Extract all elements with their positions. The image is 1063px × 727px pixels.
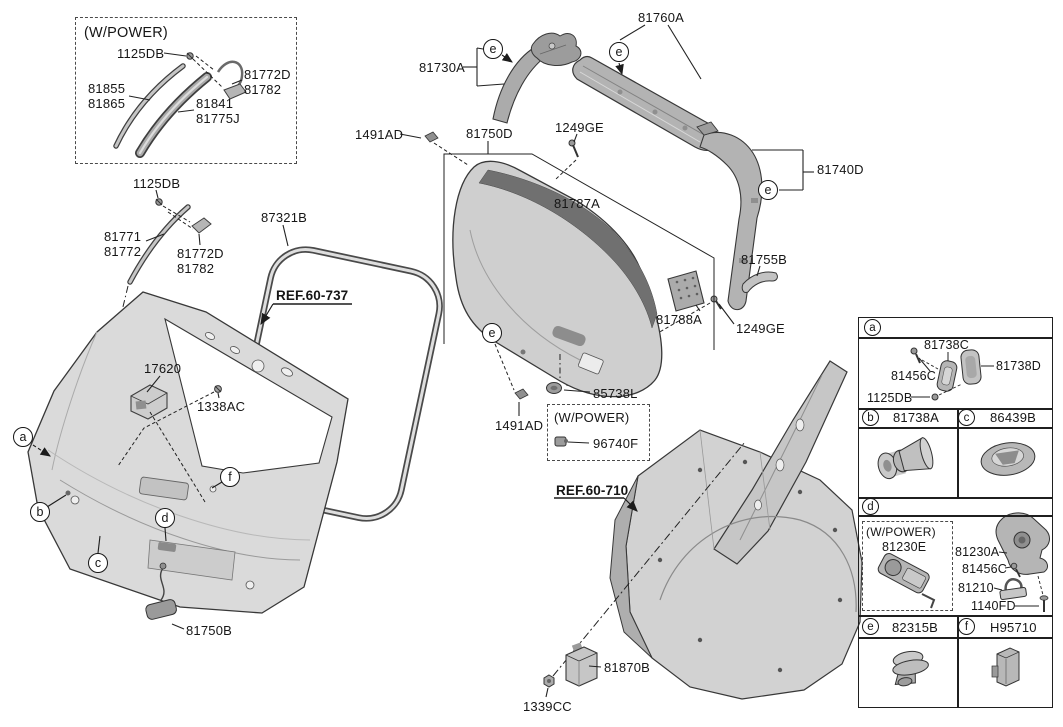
table-label-82315b: 82315B bbox=[892, 620, 939, 635]
part-label-81760a: 81760A bbox=[638, 10, 685, 25]
power-strut-drawing bbox=[113, 52, 247, 158]
trim-panel-81750d-drawing bbox=[443, 141, 715, 398]
mid-fasteners-drawing bbox=[399, 131, 591, 447]
callout-e-81730a: e bbox=[483, 39, 503, 59]
table-section-d-parts bbox=[877, 512, 1050, 612]
parts-reference-table bbox=[858, 317, 1053, 708]
wpower-box-81230e bbox=[862, 521, 953, 611]
table-section-c-part bbox=[980, 442, 1036, 476]
callout-e-81740d: e bbox=[758, 180, 778, 200]
part-label-81841-81775j: 81841 81775J bbox=[196, 96, 240, 127]
part-label-1249ge-2: 1249GE bbox=[736, 321, 785, 336]
trim-81740d-drawing bbox=[696, 121, 814, 311]
callout-a: a bbox=[13, 427, 33, 447]
part-label-96740f: 96740F bbox=[593, 436, 639, 451]
part-label-85738l: 85738L bbox=[593, 386, 638, 401]
table-callout-b: b bbox=[862, 409, 879, 426]
table-label-81210: 81210 bbox=[958, 581, 994, 595]
part-label-1491ad-2: 1491AD bbox=[495, 418, 544, 433]
part-label-81771-81772: 81771 81772 bbox=[104, 229, 142, 260]
part-label-87321b: 87321B bbox=[261, 210, 308, 225]
ref-leaders bbox=[260, 303, 638, 512]
wpower-title-96740f: (W/POWER) bbox=[554, 410, 630, 425]
part-label-1125db: 1125DB bbox=[133, 176, 181, 191]
table-label-86439b: 86439B bbox=[990, 410, 1037, 425]
table-label-81456c-a: 81456C bbox=[891, 369, 936, 383]
part-label-1338ac: 1338AC bbox=[197, 399, 246, 414]
latch-81870b-drawing bbox=[543, 642, 602, 698]
part-label-81855-81865: 81855 81865 bbox=[88, 81, 126, 112]
ref-link-60-737[interactable]: REF.60-737 bbox=[276, 288, 349, 303]
table-section-b-part bbox=[877, 437, 934, 480]
bumper-81750b-drawing bbox=[145, 562, 185, 630]
callout-f: f bbox=[220, 467, 240, 487]
part-label-17620: 17620 bbox=[144, 361, 182, 376]
part-label-1491ad: 1491AD bbox=[355, 127, 404, 142]
part-label-81750b: 81750B bbox=[186, 623, 233, 638]
part-label-1125db-box: 1125DB bbox=[117, 46, 165, 61]
ref-link-60-710[interactable]: REF.60-710 bbox=[556, 483, 629, 498]
wpower-box-struts bbox=[75, 17, 297, 164]
part-label-81787a: 81787A bbox=[554, 196, 601, 211]
table-label-1125db: 1125DB bbox=[867, 391, 913, 405]
part-label-81730a: 81730A bbox=[419, 60, 466, 75]
table-label-h95710: H95710 bbox=[990, 620, 1037, 635]
callout-d: d bbox=[155, 508, 175, 528]
part-label-1249ge: 1249GE bbox=[555, 120, 604, 135]
part-label-81772d-81782-box: 81772D 81782 bbox=[244, 67, 291, 98]
table-section-e-part bbox=[892, 650, 929, 687]
part-label-81755b: 81755B bbox=[741, 252, 788, 267]
table-callout-e: e bbox=[862, 618, 879, 635]
quarter-panel-drawing bbox=[552, 360, 863, 700]
part-label-81740d: 81740D bbox=[817, 162, 864, 177]
table-label-81230a: 81230A bbox=[955, 545, 1000, 559]
camera-17620-drawing bbox=[117, 375, 222, 503]
table-label-81738a: 81738A bbox=[893, 410, 940, 425]
wpower-box-96740f bbox=[547, 404, 650, 461]
table-callout-f: f bbox=[958, 618, 975, 635]
part-label-81750d: 81750D bbox=[466, 126, 513, 141]
table-callout-d: d bbox=[862, 498, 879, 515]
part-label-81870b: 81870B bbox=[604, 660, 651, 675]
table-section-a-parts bbox=[910, 347, 994, 401]
part-label-81772d-81782: 81772D 81782 bbox=[177, 246, 224, 277]
table-section-f-part bbox=[991, 647, 1020, 687]
table-callout-c: c bbox=[958, 409, 975, 426]
part-label-81788a: 81788A bbox=[656, 312, 703, 327]
lifter-strut-drawing bbox=[111, 189, 212, 393]
callout-e-81760a: e bbox=[609, 42, 629, 62]
table-callout-a: a bbox=[864, 319, 881, 336]
table-label-81738d: 81738D bbox=[996, 359, 1041, 373]
part-label-1339cc: 1339CC bbox=[523, 699, 572, 714]
table-wpower-title: (W/POWER) bbox=[866, 525, 936, 539]
callout-b: b bbox=[30, 502, 50, 522]
table-label-1140fd: 1140FD bbox=[971, 599, 1016, 613]
wpower-title-struts: (W/POWER) bbox=[84, 25, 168, 41]
callout-e-81750d: e bbox=[482, 323, 502, 343]
callout-c: c bbox=[88, 553, 108, 573]
table-label-81738c: 81738C bbox=[924, 338, 969, 352]
garnish-81730a-drawing bbox=[463, 32, 582, 124]
table-label-81230e: 81230E bbox=[882, 540, 927, 554]
pad-81788a-drawing bbox=[667, 270, 705, 312]
tailgate-panel-drawing bbox=[27, 291, 349, 614]
table-label-81456c-d: 81456C bbox=[962, 562, 1007, 576]
